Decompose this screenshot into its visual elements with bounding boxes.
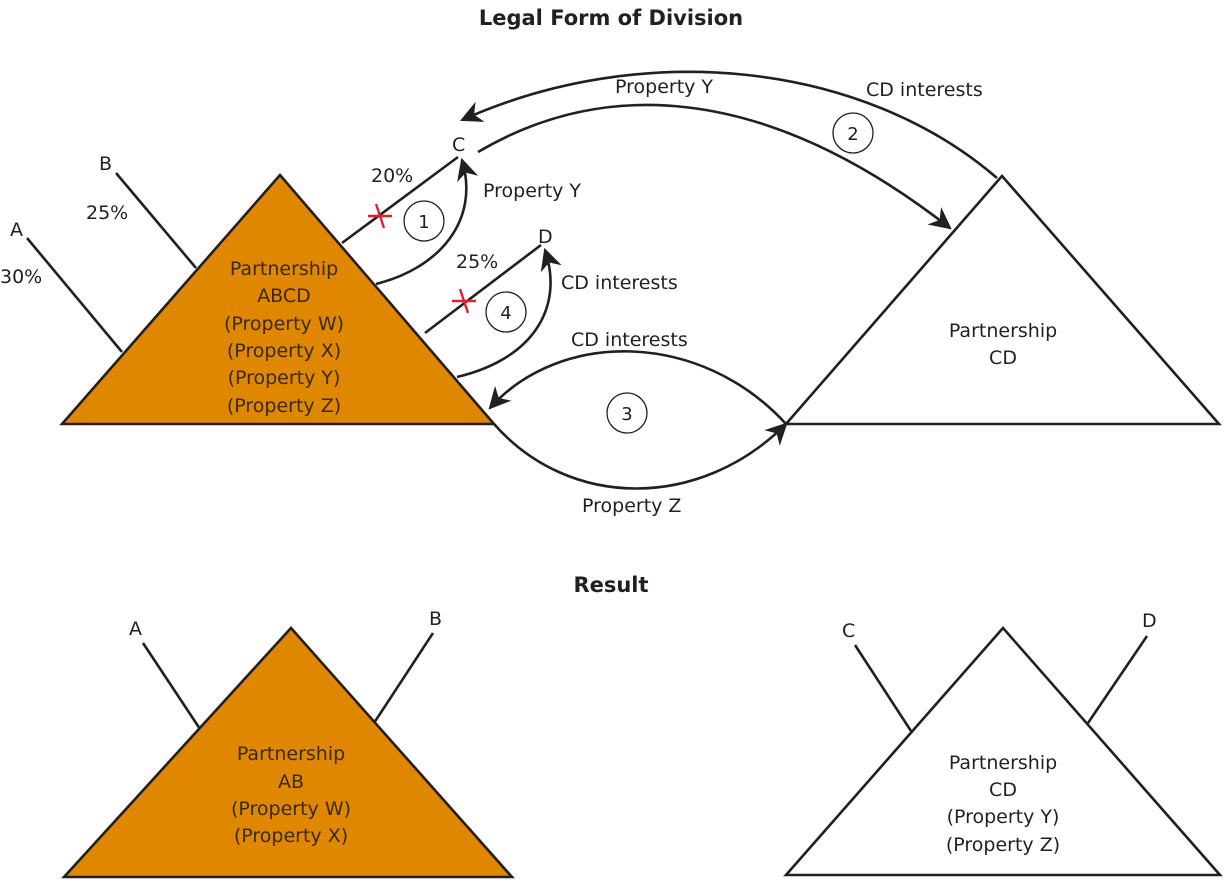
partner-c-termination-mark: [368, 203, 392, 229]
partnership-abcd-label: Partnership ABCD (Property W) (Property …: [224, 258, 344, 417]
svg-text:AB: AB: [278, 771, 304, 793]
svg-text:(Property X): (Property X): [234, 825, 348, 847]
svg-text:4: 4: [500, 303, 511, 324]
partner-d-label: D: [538, 226, 553, 248]
svg-text:3: 3: [621, 404, 632, 425]
result-partnership-cd-label: Partnership CD (Property Y) (Property Z): [946, 752, 1060, 856]
svg-text:CD: CD: [989, 347, 1017, 369]
result-partner-c-line: [853, 644, 913, 732]
partnership-ab-triangle: [61, 626, 515, 879]
partner-b-ownership-line: [115, 172, 197, 269]
svg-text:Partnership: Partnership: [949, 320, 1057, 342]
result-partner-a-label: A: [129, 618, 142, 640]
step-3-marker: 3: [606, 392, 648, 434]
partnership-ab-label: Partnership AB (Property W) (Property X): [231, 743, 351, 847]
partner-c-ownership-line: [341, 155, 459, 245]
step-3-property-z-arrow: [493, 422, 788, 490]
partner-a-label: A: [10, 219, 23, 241]
svg-text:(Property Y): (Property Y): [228, 367, 341, 389]
result-partner-d-label: D: [1142, 610, 1157, 632]
result-partner-b-line: [372, 632, 435, 724]
step-1-arrow: [375, 157, 479, 286]
svg-text:CD: CD: [989, 779, 1017, 801]
partner-a-ownership-line: [26, 237, 123, 353]
svg-text:(Property Z): (Property Z): [227, 395, 341, 417]
step-2-cd-interests-arrow: [459, 70, 998, 179]
partner-d-ownership-line: [424, 243, 542, 335]
partner-c-label: C: [452, 134, 465, 156]
step-4-label: CD interests: [561, 272, 678, 294]
partner-a-interest: 30%: [0, 266, 42, 288]
svg-text:Partnership: Partnership: [949, 752, 1057, 774]
step-3-property-z-label: Property Z: [582, 495, 681, 517]
svg-text:1: 1: [418, 212, 429, 233]
partner-b-interest: 25%: [86, 202, 128, 224]
step-4-arrow: [456, 247, 562, 379]
svg-text:(Property Y): (Property Y): [947, 806, 1060, 828]
step-2-property-y-arrow: [477, 103, 952, 230]
result-partnership-cd-triangle: [783, 626, 1223, 877]
result-partner-d-line: [1086, 635, 1149, 724]
step-1-marker: 1: [403, 200, 445, 242]
svg-text:Partnership: Partnership: [230, 258, 338, 280]
result-partner-b-label: B: [429, 608, 442, 630]
step-1-label: Property Y: [483, 180, 581, 202]
result-partner-a-line: [141, 642, 204, 733]
svg-text:(Property X): (Property X): [227, 340, 341, 362]
result-partner-c-label: C: [842, 620, 855, 642]
partnership-cd-label: Partnership CD: [949, 320, 1057, 369]
diagram-title: Legal Form of Division: [479, 6, 743, 30]
partnership-cd-triangle: [783, 174, 1222, 426]
svg-text:Partnership: Partnership: [237, 743, 345, 765]
step-4-marker: 4: [485, 291, 527, 333]
partner-d-interest: 25%: [456, 251, 498, 273]
svg-text:(Property W): (Property W): [224, 313, 344, 335]
svg-text:2: 2: [847, 124, 858, 145]
partner-b-label: B: [99, 153, 112, 175]
svg-text:ABCD: ABCD: [257, 285, 311, 307]
step-2-marker: 2: [832, 112, 874, 154]
result-title: Result: [573, 573, 648, 597]
svg-text:(Property W): (Property W): [231, 798, 351, 820]
step-3-cd-interests-label: CD interests: [571, 329, 688, 351]
partner-d-termination-mark: [452, 288, 476, 314]
partner-c-interest: 20%: [371, 165, 413, 187]
step-2-cd-interests-label: CD interests: [866, 79, 983, 101]
step-2-property-y-label: Property Y: [615, 76, 713, 98]
partnership-abcd-triangle: [59, 173, 497, 426]
svg-text:(Property Z): (Property Z): [946, 834, 1060, 856]
step-3-cd-interests-arrow: [488, 350, 787, 425]
